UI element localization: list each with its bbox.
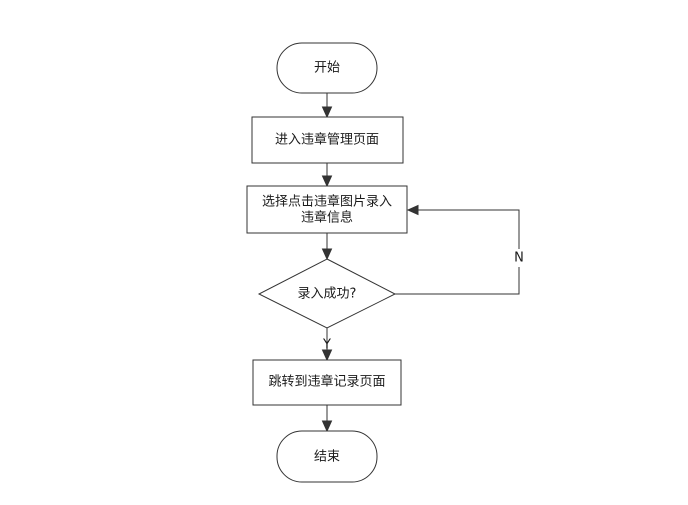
end-node-label: 结束 <box>314 450 340 465</box>
edge-decision-no <box>395 204 520 295</box>
select-image-node-label-line2: 违章信息 <box>301 210 353 226</box>
success-decision-node: 录入成功? <box>257 258 397 329</box>
success-decision-node-label: 录入成功? <box>298 287 357 302</box>
select-image-node: 选择点击违章图片录入 违章信息 <box>246 185 408 234</box>
redirect-node-label: 跳转到违章记录页面 <box>268 374 385 390</box>
enter-page-node-label: 进入违章管理页面 <box>275 132 379 148</box>
redirect-node: 跳转到违章记录页面 <box>252 359 402 406</box>
enter-page-node: 进入违章管理页面 <box>251 116 404 164</box>
edge-enter-page-to-select-image <box>321 163 333 188</box>
edge-redirect-to-end <box>321 405 333 433</box>
edge-no-label-background <box>511 249 527 267</box>
edge-start-to-enter-page <box>321 93 333 119</box>
edge-decision-yes <box>321 328 333 362</box>
select-image-node-label-line1: 选择点击违章图片录入 <box>262 194 392 210</box>
edge-no-label: N <box>514 251 524 266</box>
edge-select-image-to-decision <box>321 233 333 261</box>
edge-yes-label: Y <box>322 338 331 353</box>
start-node: 开始 <box>276 42 378 94</box>
start-node-label: 开始 <box>314 61 340 76</box>
end-node: 结束 <box>276 430 378 483</box>
